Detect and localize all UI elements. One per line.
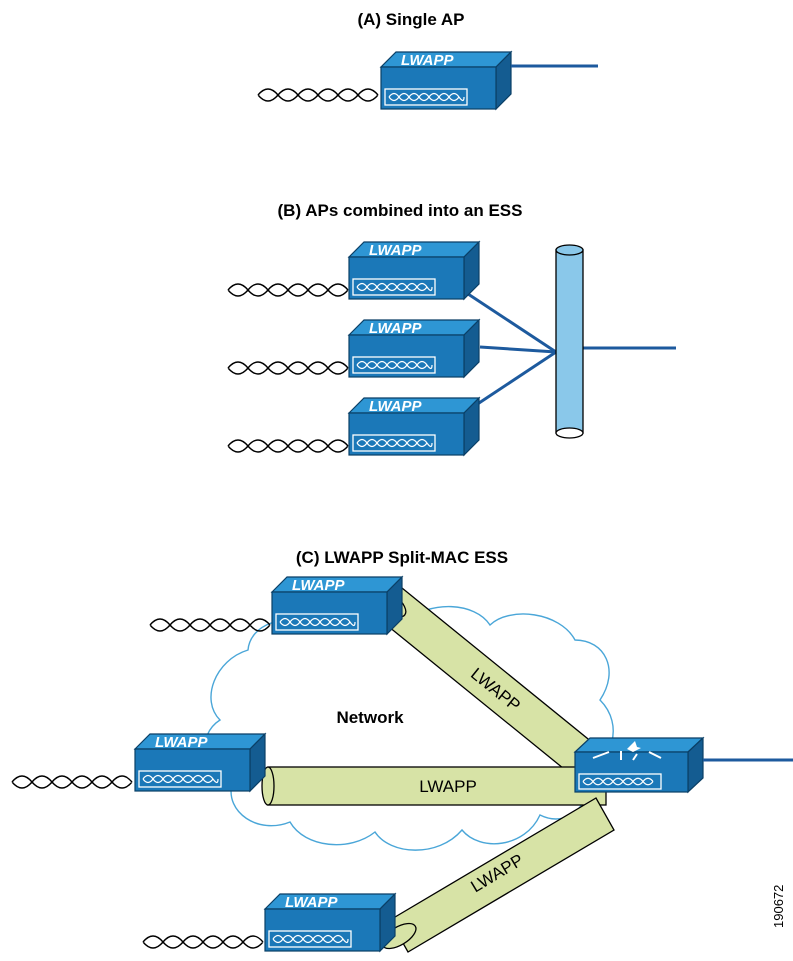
section-b-title: (B) APs combined into an ESS: [278, 201, 523, 220]
figure-id: 190672: [771, 885, 786, 928]
ap-link: [461, 288, 557, 354]
wireless-wave-icon: [227, 439, 349, 453]
ap-label: LWAPP: [292, 577, 346, 594]
lwapp-tunnel: LWAPP: [381, 797, 615, 953]
ap-label: LWAPP: [401, 52, 455, 69]
access-point-icon: LWAPP: [348, 397, 480, 456]
wireless-wave-icon: [142, 935, 264, 949]
access-point-icon: LWAPP: [271, 576, 403, 635]
tunnel-label: LWAPP: [419, 777, 477, 796]
ap-label: LWAPP: [369, 242, 423, 259]
ap-label: LWAPP: [285, 894, 339, 911]
ap-link: [479, 345, 557, 354]
access-point-icon: LWAPP: [348, 241, 480, 300]
access-point-icon: LWAPP: [348, 319, 480, 378]
ethernet-bus-icon: [555, 244, 584, 439]
lwapp-tunnel: LWAPP: [261, 766, 607, 806]
controller-icon: [573, 736, 705, 794]
ap-link: [475, 350, 557, 407]
wireless-wave-icon: [11, 775, 133, 789]
access-point-icon: LWAPP: [134, 733, 266, 792]
wireless-wave-icon: [227, 283, 349, 297]
ap-label: LWAPP: [155, 734, 209, 751]
ap-label: LWAPP: [369, 398, 423, 415]
section-a-title: (A) Single AP: [357, 10, 464, 29]
wireless-wave-icon: [149, 618, 271, 632]
ap-label: LWAPP: [369, 320, 423, 337]
access-point-icon: LWAPP: [264, 893, 396, 952]
section-c-title: (C) LWAPP Split-MAC ESS: [296, 548, 508, 567]
wireless-wave-icon: [257, 88, 379, 102]
network-label: Network: [336, 708, 404, 727]
access-point-icon: LWAPP: [380, 51, 512, 110]
wireless-wave-icon: [227, 361, 349, 375]
